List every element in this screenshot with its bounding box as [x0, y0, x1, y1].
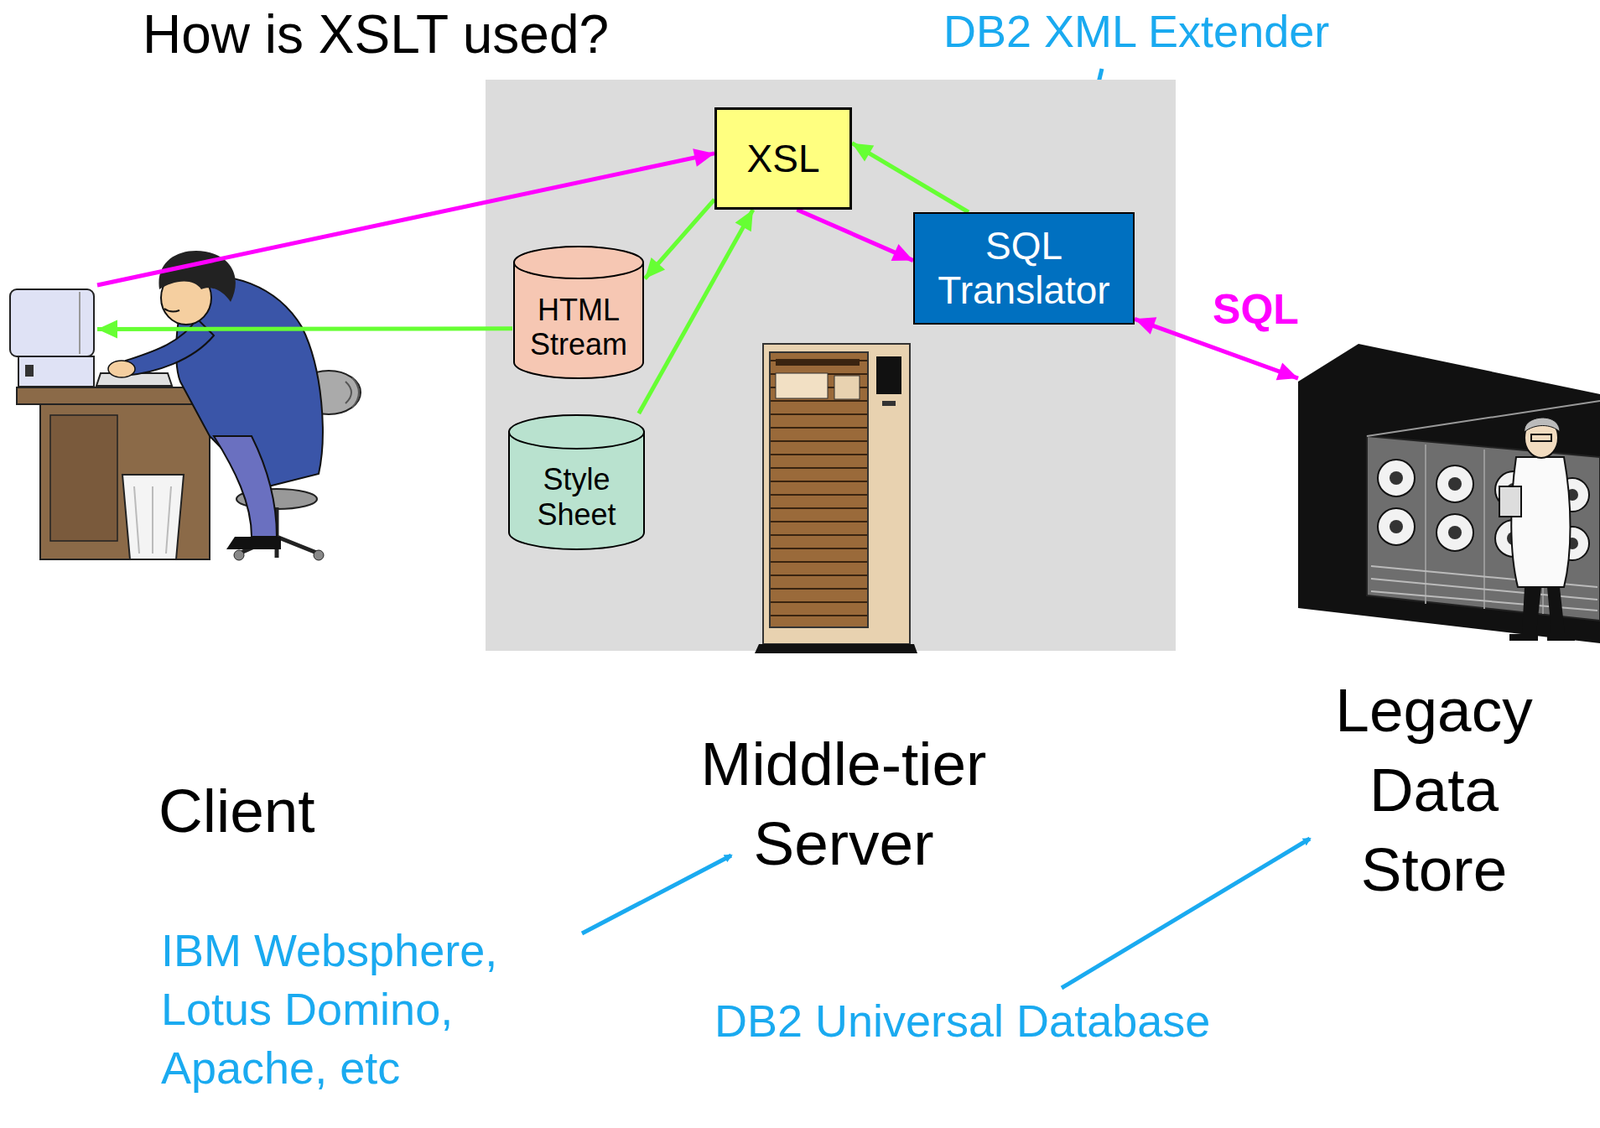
connector-line	[796, 209, 914, 261]
node-text: HTML Stream	[520, 292, 637, 363]
connector-line	[97, 153, 715, 286]
arrow-head	[97, 319, 118, 338]
arrow-head	[1134, 316, 1157, 335]
connector-arrow	[851, 143, 969, 213]
callout-label: DB2 XML Extender	[943, 1, 1330, 61]
cylinder-top	[514, 246, 644, 279]
connector-line	[97, 326, 513, 332]
node-text: Client	[158, 771, 411, 852]
legacy-store: Legacy Data Store	[1298, 342, 1600, 644]
process-box: XSL	[714, 107, 852, 210]
cylinder-body	[514, 262, 644, 379]
node-text: SQL Translator	[923, 223, 1125, 313]
node-text: Style Sheet	[515, 462, 638, 532]
process-box: SQL Translator	[913, 212, 1135, 325]
client-workstation: Client	[10, 285, 98, 363]
data-cylinder: HTML Stream	[512, 244, 645, 380]
edge-label: SQL	[1209, 285, 1303, 334]
connector-arrow	[1134, 316, 1299, 380]
callout-label: IBM Websphere, Lotus Domino, Apache, etc	[161, 920, 569, 1098]
connector-line	[851, 143, 969, 213]
connector-line	[644, 199, 715, 279]
node-text: XSL	[747, 136, 821, 182]
connector-arrow	[97, 148, 715, 286]
server-panel: Middle-tier ServerXSLSQL TranslatorHTML …	[485, 79, 1176, 651]
connector-arrow	[796, 209, 914, 261]
arrow-head	[644, 257, 665, 279]
arrow-head	[692, 148, 715, 167]
connector-line	[1134, 318, 1299, 379]
callout-label: DB2 Universal Database	[714, 991, 1211, 1050]
arrow-head	[851, 143, 874, 162]
arrow-head	[735, 209, 754, 232]
node-text: Legacy Data Store	[1291, 670, 1577, 910]
connector-arrow	[638, 209, 754, 414]
connector-arrow	[644, 199, 715, 279]
client-illustration	[10, 250, 361, 561]
cylinder-top	[509, 415, 645, 449]
arrow-head	[891, 244, 914, 261]
data-cylinder: Style Sheet	[507, 413, 646, 551]
slide-title: How is XSLT used?	[142, 3, 609, 66]
connector-line	[638, 209, 754, 414]
arrow-head	[1276, 363, 1299, 381]
mainframe-illustration	[1298, 343, 1600, 644]
connector-arrow	[97, 319, 513, 338]
node-text: Middle-tier Server	[642, 724, 1045, 884]
